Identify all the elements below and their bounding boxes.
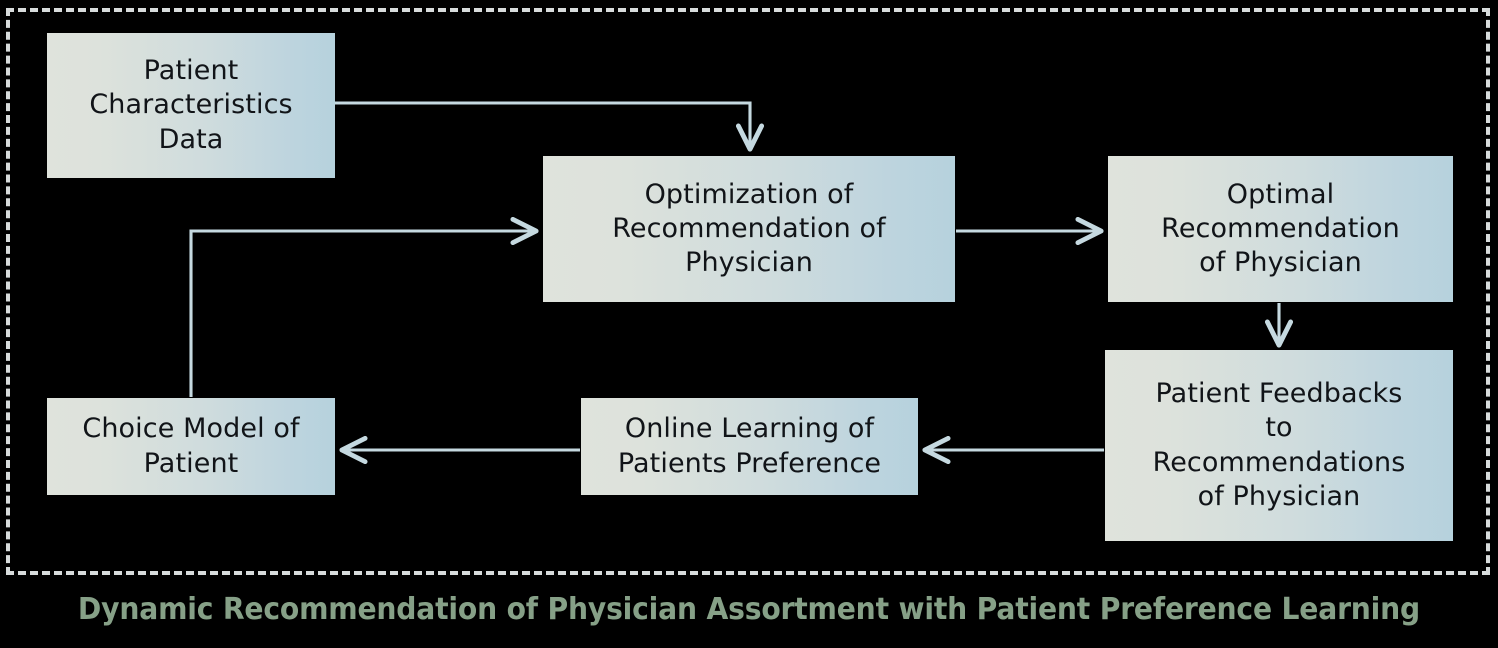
node-choice-model-of-patient[interactable]: Choice Model of Patient [47, 398, 335, 495]
node-patient-feedbacks-to-recommendations-of-physician[interactable]: Patient Feedbacks to Recommendations of … [1105, 350, 1453, 541]
node-online-learning-of-patients-preference[interactable]: Online Learning of Patients Preference [581, 398, 918, 495]
edge-choice-model-to-optimization [189, 231, 535, 397]
node-optimal-recommendation-of-physician[interactable]: Optimal Recommendation of Physician [1108, 156, 1453, 302]
diagram-caption: Dynamic Recommendation of Physician Asso… [77, 592, 1421, 627]
edge-patient-characteristics-to-optimization [335, 101, 750, 148]
node-patient-characteristics-data[interactable]: Patient Characteristics Data [47, 33, 335, 178]
node-optimization-of-recommendation-of-physician[interactable]: Optimization of Recommendation of Physic… [543, 156, 955, 302]
